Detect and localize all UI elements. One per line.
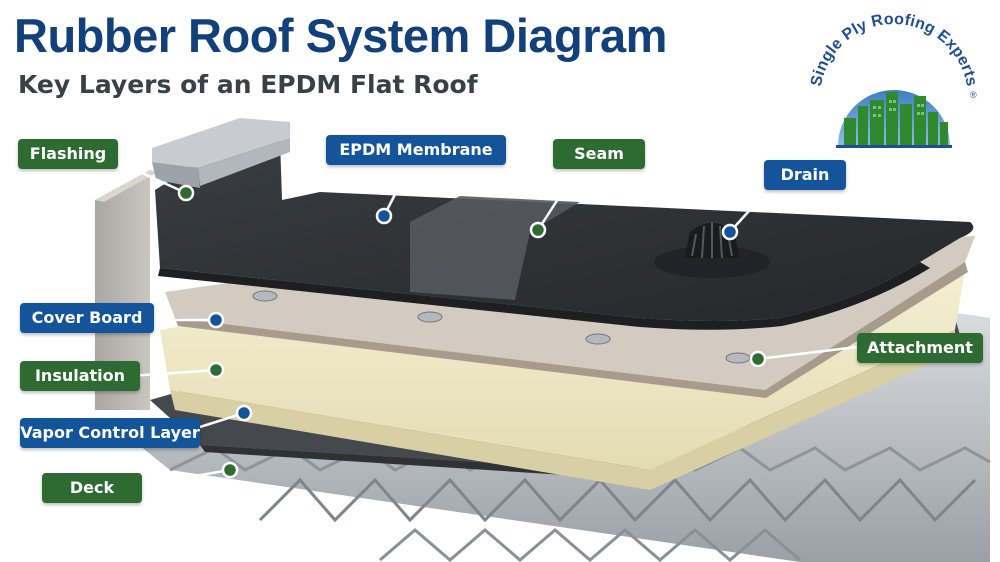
- label-flashing: Flashing: [18, 139, 118, 169]
- drain-dot: [721, 223, 739, 241]
- cover-board-dot: [207, 311, 225, 329]
- svg-text:Single Ply Roofing Experts: Single Ply Roofing Experts: [808, 11, 980, 88]
- company-logo: Single Ply Roofing Experts ®: [808, 11, 980, 148]
- city-skyline-icon: [844, 92, 948, 146]
- page-title: Rubber Roof System Diagram: [14, 9, 667, 62]
- callout-leaders: [117, 160, 858, 487]
- attachment-dot: [749, 350, 767, 368]
- label-cover-board: Cover Board: [20, 303, 154, 333]
- deck-dot: [221, 461, 239, 479]
- insulation-dot: [207, 361, 225, 379]
- flashing-dot: [177, 184, 195, 202]
- fasteners: [252, 290, 751, 364]
- fastener-plate: [725, 352, 751, 364]
- fastener-plate: [417, 311, 443, 323]
- callout-dots: [177, 184, 767, 479]
- label-epdm-membrane: EPDM Membrane: [326, 135, 506, 165]
- parapet-wall: [95, 170, 158, 410]
- label-deck: Deck: [42, 473, 142, 503]
- logo-wordmark: Single Ply Roofing Experts: [808, 11, 980, 88]
- label-vapor-control-layer: Vapor Control Layer: [20, 418, 200, 448]
- label-attachment: Attachment: [857, 333, 983, 363]
- logo-registered-mark: ®: [970, 90, 977, 100]
- vapor-layer-dot: [235, 404, 253, 422]
- label-seam: Seam: [553, 139, 645, 169]
- label-insulation: Insulation: [20, 361, 140, 391]
- page-subtitle: Key Layers of an EPDM Flat Roof: [18, 70, 478, 99]
- fastener-plate: [585, 333, 611, 345]
- membrane-dot: [375, 207, 393, 225]
- metal-flashing-cap: [152, 118, 290, 188]
- label-drain: Drain: [764, 160, 846, 190]
- fastener-plate: [252, 290, 278, 302]
- seam-dot: [529, 221, 547, 239]
